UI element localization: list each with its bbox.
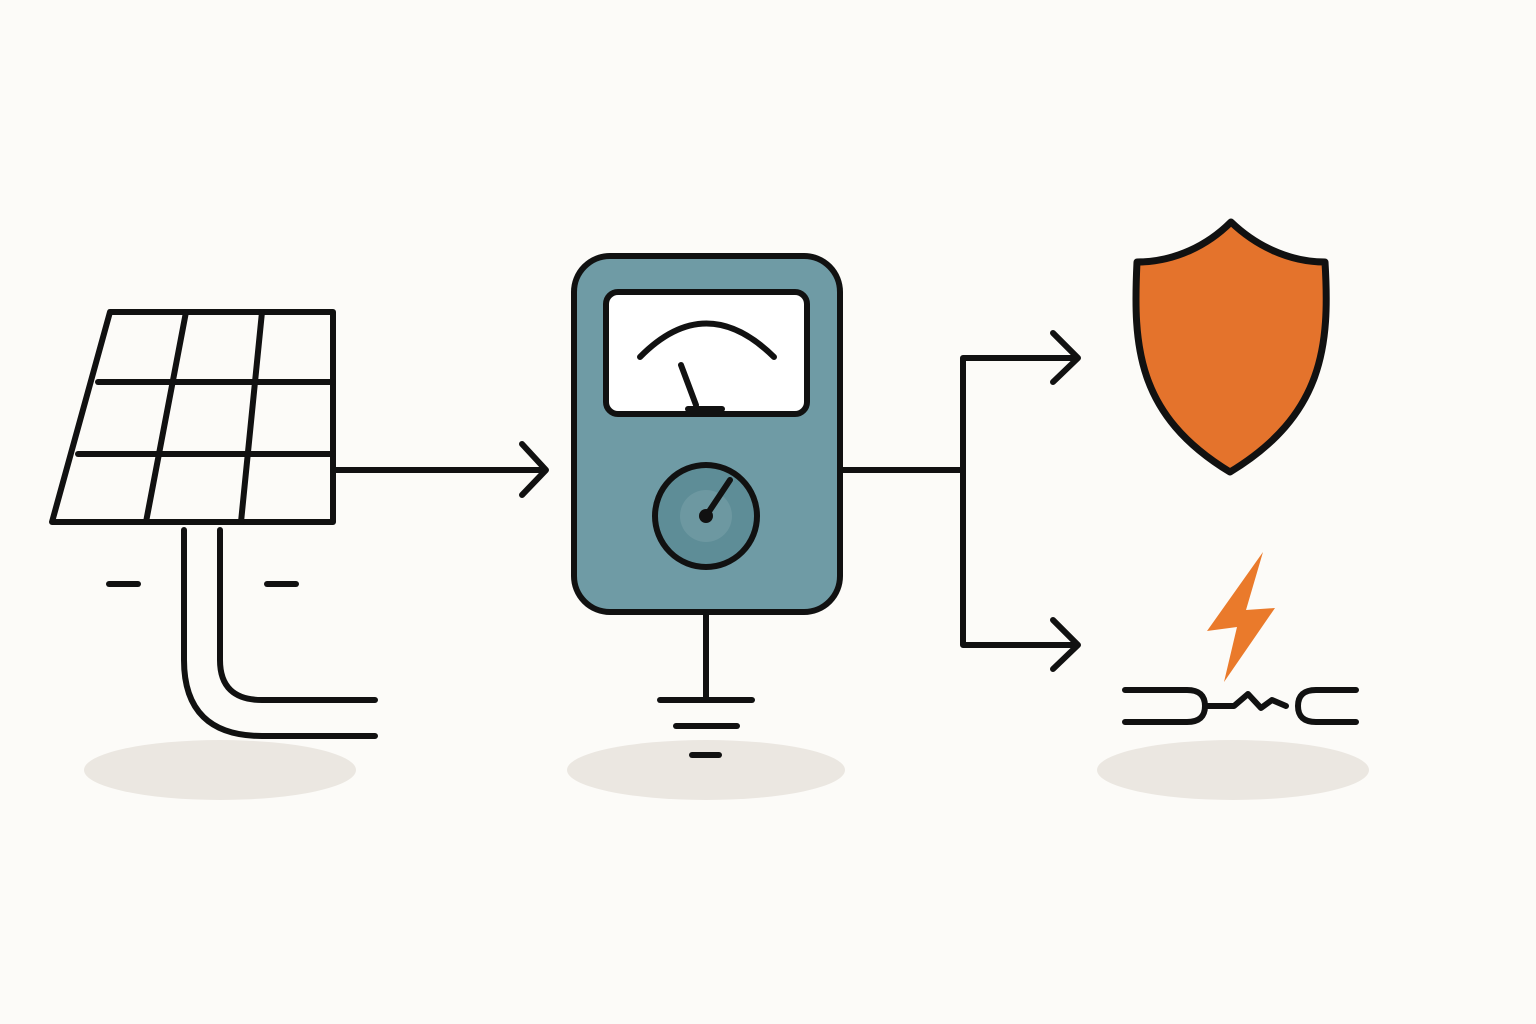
ground-symbol-icon — [657, 612, 755, 758]
connector-meter-branch — [840, 330, 1081, 672]
shield-icon — [1132, 218, 1330, 476]
connector-panel-to-meter — [333, 441, 549, 498]
analog-meter-icon — [571, 253, 843, 615]
arrowhead-icon — [1050, 330, 1081, 385]
broken-wire-spark-icon — [1122, 552, 1359, 725]
meter-shadow — [567, 740, 845, 800]
solar-panel-icon — [49, 309, 336, 525]
arrowhead-icon — [519, 441, 549, 498]
solar-panel-shadow — [84, 740, 356, 800]
meter-display — [603, 289, 810, 417]
meter-dial — [652, 462, 760, 570]
arrowhead-icon — [1050, 617, 1081, 672]
lightning-bolt-icon — [1207, 552, 1275, 682]
meter-scale-arc — [637, 320, 777, 360]
meter-needle — [678, 362, 699, 408]
solar-panel-cables — [181, 527, 378, 739]
fault-shadow — [1097, 740, 1369, 800]
